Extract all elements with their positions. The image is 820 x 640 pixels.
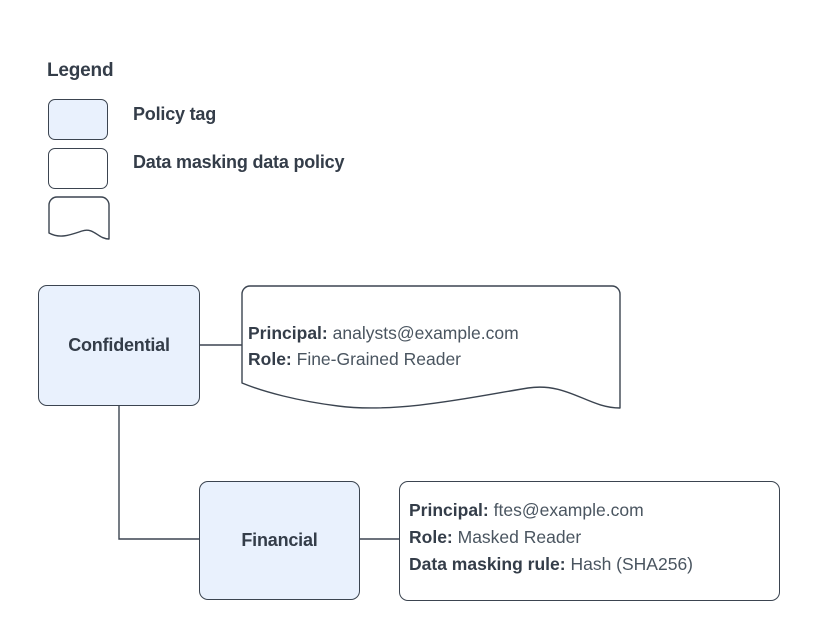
policy-key-masking-rule: Data masking rule:: [409, 554, 566, 574]
legend-label-policy-tag: Policy tag: [133, 104, 217, 124]
policy-row-principal: Principal: ftes@example.com: [409, 497, 771, 524]
callout-confidential-access-text: Principal: analysts@example.com Role: Fi…: [248, 320, 614, 372]
edge-confidential-to-financial: [118, 406, 199, 540]
callout-row-role: Role: Fine-Grained Reader: [248, 346, 614, 372]
callout-financial-policy-shape[interactable]: [399, 481, 780, 601]
node-confidential[interactable]: Confidential: [38, 285, 200, 406]
legend-title: Legend: [47, 60, 114, 81]
policy-row-masking-rule: Data masking rule: Hash (SHA256): [409, 551, 771, 578]
policy-row-role: Role: Masked Reader: [409, 524, 771, 551]
legend-swatch-data-masking-policy: [48, 148, 108, 189]
legend-swatch-policy-tag: [48, 99, 108, 140]
policy-value-role: Masked Reader: [457, 527, 582, 547]
callout-financial-policy-text: Principal: ftes@example.com Role: Masked…: [409, 497, 771, 578]
node-confidential-label: Confidential: [68, 335, 170, 355]
callout-key-role: Role:: [248, 349, 292, 369]
legend-label-data-masking-policy: Data masking data policy: [133, 152, 345, 172]
policy-value-principal: ftes@example.com: [493, 500, 644, 520]
callout-confidential-access-shape[interactable]: [238, 282, 628, 414]
node-financial-label: Financial: [241, 530, 318, 550]
policy-key-principal: Principal:: [409, 500, 489, 520]
callout-key-principal: Principal:: [248, 323, 328, 343]
callout-value-principal: analysts@example.com: [332, 323, 519, 343]
node-financial[interactable]: Financial: [199, 481, 360, 600]
policy-value-masking-rule: Hash (SHA256): [570, 554, 694, 574]
legend-swatch-column-access-note: [48, 196, 110, 240]
callout-value-role: Fine-Grained Reader: [296, 349, 462, 369]
callout-row-principal: Principal: analysts@example.com: [248, 320, 614, 346]
policy-key-role: Role:: [409, 527, 453, 547]
